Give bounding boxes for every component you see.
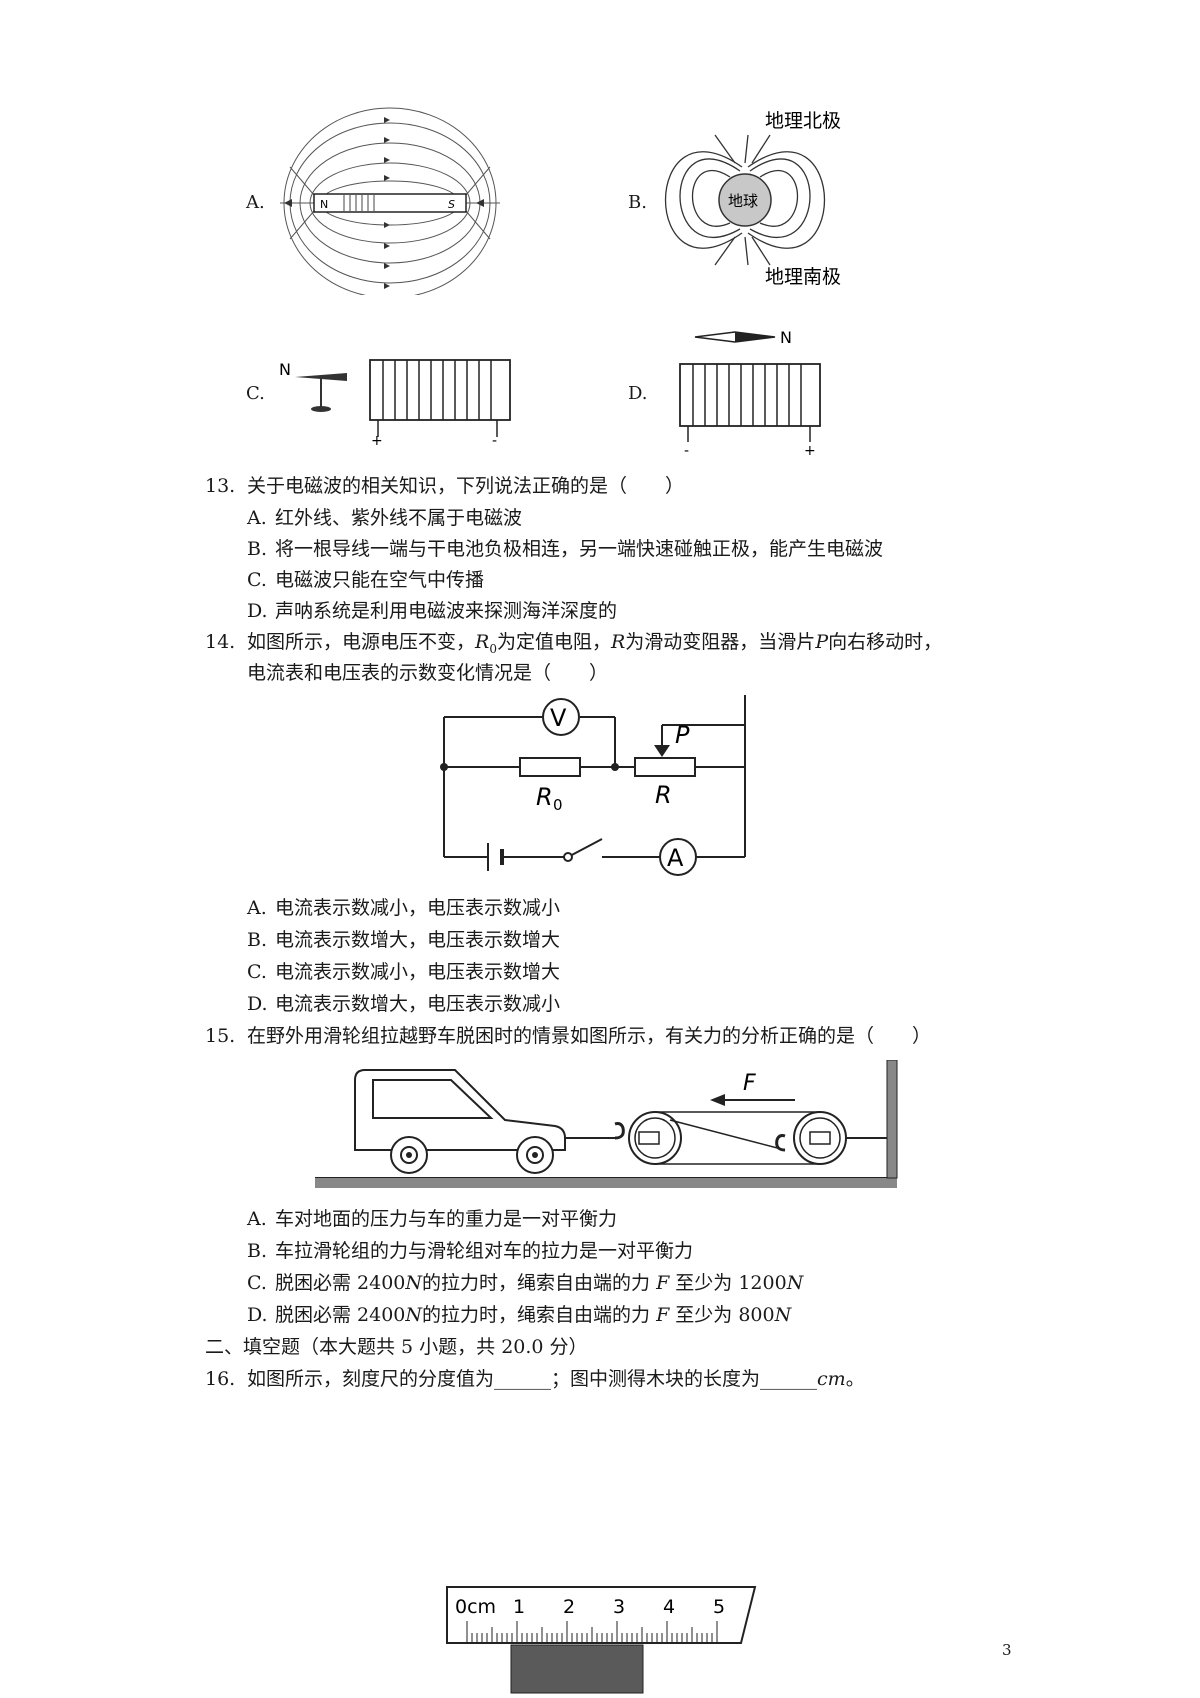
- earth-field-figure: 地球 地理北极 地理南极: [664, 110, 841, 288]
- ammeter-label: A: [667, 844, 684, 872]
- q13-option-a: A.红外线、紫外线不属于电磁波: [247, 507, 523, 529]
- q15-option-d: D.脱困必需 2400N的拉力时，绳索自由端的力 F 至少为 800N: [247, 1304, 792, 1326]
- option-b-label: B.: [628, 192, 647, 213]
- q15-option-b: B.车拉滑轮组的力与滑轮组对车的拉力是一对平衡力: [247, 1240, 694, 1262]
- r0-label: R: [536, 783, 553, 811]
- minus-d-label: -: [684, 443, 689, 457]
- ruler-figure: 0cm 1 2 3 4 5: [446, 1586, 757, 1694]
- force-f-label: F: [743, 1071, 756, 1096]
- q14-stem: 14.如图所示，电源电压不变，R0为定值电阻，R为滑动变阻器，当滑片P向右移动时…: [205, 628, 942, 663]
- option-d-label: D.: [628, 383, 648, 404]
- earth-label: 地球: [728, 192, 758, 210]
- magnet-n-label: N: [320, 198, 328, 211]
- q14-option-c: C.电流表示数减小，电压表示数增大: [247, 961, 561, 983]
- page-number: 3: [1002, 1641, 1012, 1659]
- ruler-label-1: 1: [513, 1596, 525, 1618]
- option-c-label: C.: [246, 383, 265, 404]
- r-label: R: [655, 781, 672, 809]
- q15-stem: 15.在野外用滑轮组拉越野车脱困时的情景如图所示，有关力的分析正确的是（ ）: [205, 1022, 931, 1050]
- ruler-label-4: 4: [663, 1596, 675, 1618]
- plus-c-label: +: [371, 433, 383, 445]
- r0-subscript: 0: [553, 796, 563, 814]
- voltmeter-label: V: [550, 704, 567, 732]
- q14-option-b: B.电流表示数增大，电压表示数增大: [247, 929, 561, 951]
- q15-pulley-figure: F: [315, 1060, 898, 1188]
- q16-blank-2[interactable]: ______: [760, 1368, 818, 1390]
- q15-option-a: A.车对地面的压力与车的重力是一对平衡力: [247, 1208, 618, 1230]
- q14-number: 14.: [205, 631, 236, 653]
- option-a-label: A.: [246, 192, 265, 213]
- q14-circuit-figure: V A P R 0 R: [440, 695, 746, 876]
- solenoid-c-figure: N + -: [279, 359, 511, 445]
- magnet-s-label: S: [448, 198, 455, 211]
- q13-stem: 13. 关于电磁波的相关知识，下列说法正确的是（ ）: [205, 472, 684, 500]
- compass-c-n-label: N: [279, 360, 291, 379]
- ruler-label-2: 2: [563, 1596, 575, 1618]
- q13-option-b: B.将一根导线一端与干电池负极相连，另一端快速碰触正极，能产生电磁波: [247, 538, 884, 560]
- q13-option-d: D.声呐系统是利用电磁波来探测海洋深度的: [247, 600, 618, 622]
- ruler-label-5: 5: [713, 1596, 725, 1618]
- plus-d-label: +: [804, 443, 816, 457]
- q13-text: 关于电磁波的相关知识，下列说法正确的是（ ）: [247, 475, 685, 497]
- minus-c-label: -: [492, 433, 497, 445]
- q14-option-d: D.电流表示数增大，电压表示数减小: [247, 993, 561, 1015]
- ruler-label-3: 3: [613, 1596, 625, 1618]
- compass-d-n-label: N: [780, 328, 792, 347]
- q15-number: 15.: [205, 1025, 236, 1047]
- slider-p-label: P: [675, 721, 690, 749]
- q13-option-c: C.电磁波只能在空气中传播: [247, 569, 485, 591]
- solenoid-d-figure: N - +: [679, 328, 821, 457]
- q16-number: 16.: [205, 1368, 236, 1390]
- q16-stem: 16.如图所示，刻度尺的分度值为______；图中测得木块的长度为______c…: [205, 1365, 865, 1393]
- geo-south-label: 地理南极: [765, 266, 841, 288]
- q15-option-c: C.脱困必需 2400N的拉力时，绳索自由端的力 F 至少为 1200N: [247, 1272, 804, 1294]
- q16-blank-1[interactable]: ______: [494, 1368, 552, 1390]
- ruler-label-0: 0cm: [455, 1596, 496, 1618]
- bar-magnet-field-figure: N S: [280, 107, 500, 295]
- q14-stem-line2: 电流表和电压表的示数变化情况是（ ）: [247, 662, 609, 684]
- q14-option-a: A.电流表示数减小，电压表示数减小: [247, 897, 561, 919]
- geo-north-label: 地理北极: [765, 110, 841, 132]
- section-2-title: 二、填空题（本大题共 5 小题，共 20.0 分）: [205, 1336, 588, 1358]
- q13-number: 13.: [205, 475, 236, 497]
- wood-block: [510, 1644, 644, 1694]
